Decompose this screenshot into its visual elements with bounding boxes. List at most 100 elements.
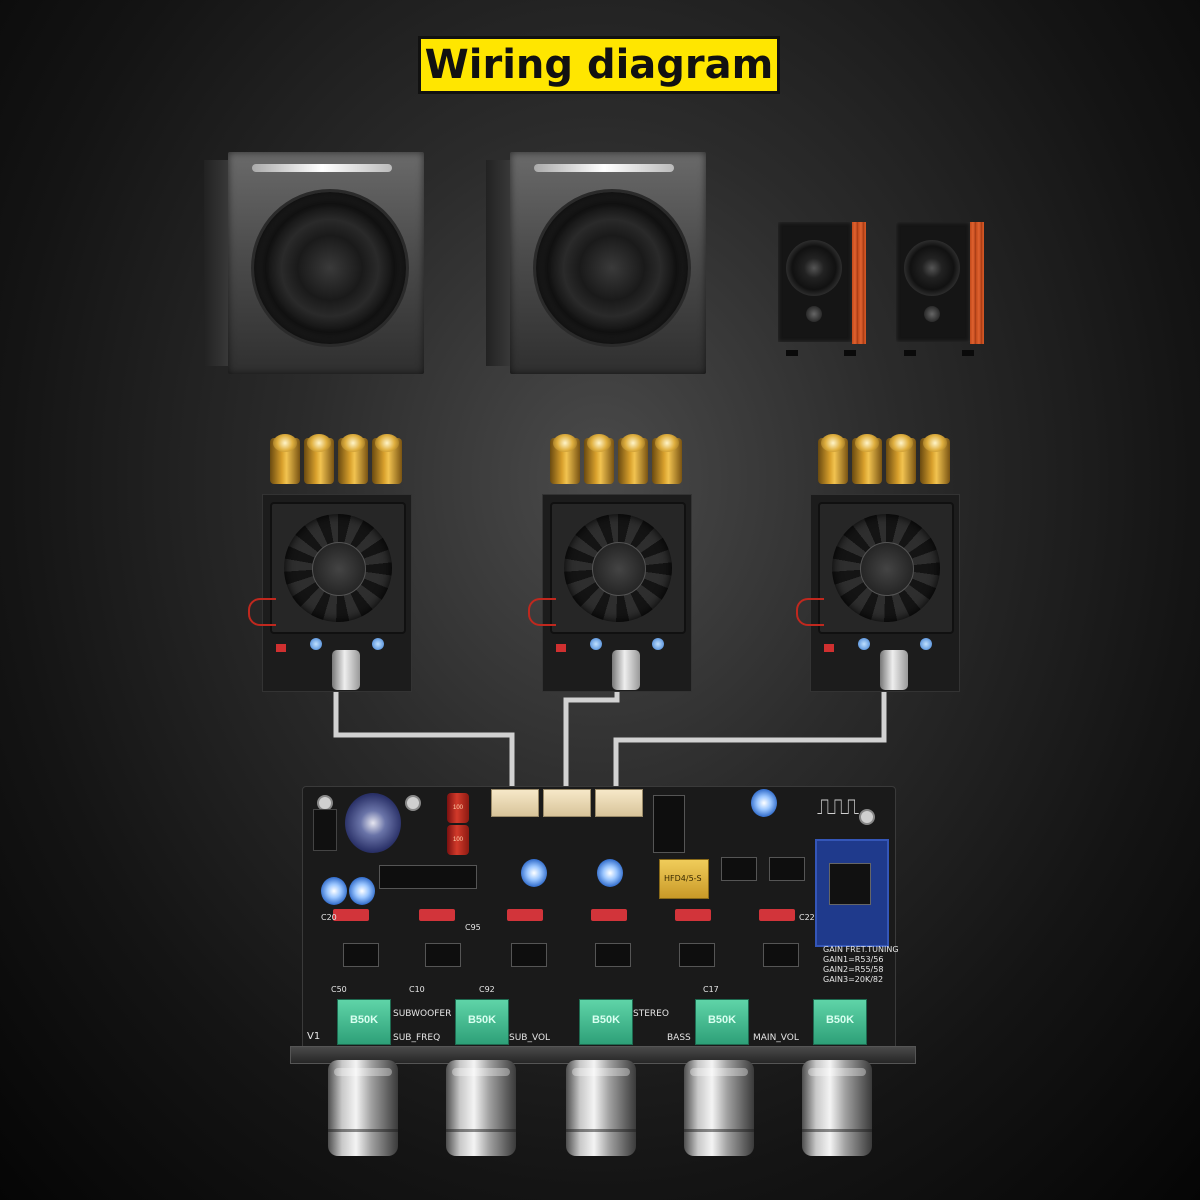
gain-2: GAIN2=R55/58: [823, 965, 884, 974]
speaker-light-bar: [252, 164, 392, 172]
label-sub-vol: SUB_VOL: [509, 1033, 551, 1043]
speaker-light-bar: [534, 164, 674, 172]
silk-c20: C20: [321, 913, 337, 922]
pot-value: B50K: [591, 1014, 621, 1026]
wire-middle: [563, 690, 620, 790]
knob-main-vol[interactable]: [802, 1060, 872, 1156]
ic-chip: [379, 865, 477, 889]
trim-pot[interactable]: [759, 909, 795, 921]
pot-value: B50K: [467, 1014, 497, 1026]
speaker-wood-side: [852, 222, 866, 344]
pot-value: B50K: [349, 1014, 379, 1026]
label-v1: V1: [307, 1031, 321, 1042]
label-stereo: STEREO: [633, 1009, 669, 1019]
blue-capacitor-icon: [858, 638, 870, 650]
speaker-side-panel: [204, 160, 230, 366]
label-sub-freq: SUB_FREQ: [393, 1033, 441, 1043]
wire-right: [613, 690, 887, 790]
subwoofer-cone-icon: [536, 192, 688, 344]
red-capacitor: 100 35V: [447, 793, 469, 841]
cooling-fan: [818, 502, 954, 634]
amp-volume-knob[interactable]: [332, 650, 360, 690]
bookshelf-speaker-left: [778, 222, 868, 356]
power-terminal[interactable]: [313, 809, 337, 851]
subwoofer-speaker-right: [486, 152, 708, 374]
fan-hub-logo-icon: [860, 542, 914, 596]
op-amp-chip: [511, 943, 547, 967]
pot-treble[interactable]: B50K: [579, 999, 633, 1045]
pot-sub-freq[interactable]: B50K: [337, 999, 391, 1045]
amp-volume-knob[interactable]: [880, 650, 908, 690]
knob-sub-freq[interactable]: [328, 1060, 398, 1156]
bluetooth-module: [815, 839, 889, 947]
amp-led: [556, 644, 566, 652]
output-connector-2[interactable]: [543, 789, 591, 817]
pot-sub-vol[interactable]: B50K: [455, 999, 509, 1045]
speaker-wood-side: [970, 222, 984, 344]
op-amp-chip: [343, 943, 379, 967]
output-connector-1[interactable]: [491, 789, 539, 817]
silk-c10: C10: [409, 985, 425, 994]
trim-pot[interactable]: [675, 909, 711, 921]
amplifier-board-middle: [528, 430, 692, 700]
blue-capacitor-icon: [920, 638, 932, 650]
speaker-side-panel: [486, 160, 512, 366]
op-amp-chip: [595, 943, 631, 967]
amplifier-board-left: [248, 430, 412, 700]
amp-led: [824, 644, 834, 652]
silk-c22: C22: [799, 913, 815, 922]
op-amp-chip: [679, 943, 715, 967]
capacitor-icon: [584, 434, 614, 484]
red-capacitor: 100 35V: [447, 825, 469, 873]
amp-led: [276, 644, 286, 652]
trim-pot[interactable]: [507, 909, 543, 921]
audio-input-jack[interactable]: [653, 795, 685, 853]
blue-capacitor-icon: [349, 877, 375, 905]
silk-c92: C92: [479, 985, 495, 994]
capacitor-icon: [618, 434, 648, 484]
amplifier-board-right: [796, 430, 960, 700]
silk-c95: C95: [465, 923, 481, 932]
capacitor-icon: [304, 434, 334, 484]
op-amp-chip: [425, 943, 461, 967]
gain-1: GAIN1=R53/56: [823, 955, 884, 964]
fan-power-wire: [248, 598, 276, 626]
blue-capacitor-icon: [321, 877, 347, 905]
knob-bass[interactable]: [684, 1060, 754, 1156]
amp-volume-knob[interactable]: [612, 650, 640, 690]
blue-capacitor-icon: [310, 638, 322, 650]
capacitor-icon: [920, 434, 950, 484]
op-amp-chip: [763, 943, 799, 967]
speaker-foot: [962, 350, 974, 356]
fan-power-wire: [528, 598, 556, 626]
trim-pot[interactable]: [419, 909, 455, 921]
blue-capacitor-icon: [372, 638, 384, 650]
pot-main-vol[interactable]: B50K: [813, 999, 867, 1045]
output-connector-3[interactable]: [595, 789, 643, 817]
knob-sub-vol[interactable]: [446, 1060, 516, 1156]
tone-control-board: 100 35V 100 35V ⎍⎍⎍ HFD4/5-S C20 C95 C22…: [302, 786, 899, 1050]
relay-label: HFD4/5-S: [664, 874, 702, 883]
speaker-foot: [844, 350, 856, 356]
tweeter-icon: [806, 306, 822, 322]
filter-capacitor-icon: [345, 793, 401, 853]
pot-value: B50K: [825, 1014, 855, 1026]
knob-treble[interactable]: [566, 1060, 636, 1156]
subwoofer-cone-icon: [254, 192, 406, 344]
ic-chip: [769, 857, 805, 881]
pot-bass[interactable]: B50K: [695, 999, 749, 1045]
cooling-fan: [550, 502, 686, 634]
amp-capacitors: [818, 430, 954, 490]
trim-pot[interactable]: [591, 909, 627, 921]
bluetooth-chip: [829, 863, 871, 905]
silk-c17: C17: [703, 985, 719, 994]
capacitor-icon: [818, 434, 848, 484]
speaker-foot: [904, 350, 916, 356]
mounting-hole: [405, 795, 421, 811]
pot-value: B50K: [707, 1014, 737, 1026]
fan-power-wire: [796, 598, 824, 626]
trim-pot[interactable]: [333, 909, 369, 921]
page-title: Wiring diagram: [418, 36, 780, 94]
silk-c50: C50: [331, 985, 347, 994]
